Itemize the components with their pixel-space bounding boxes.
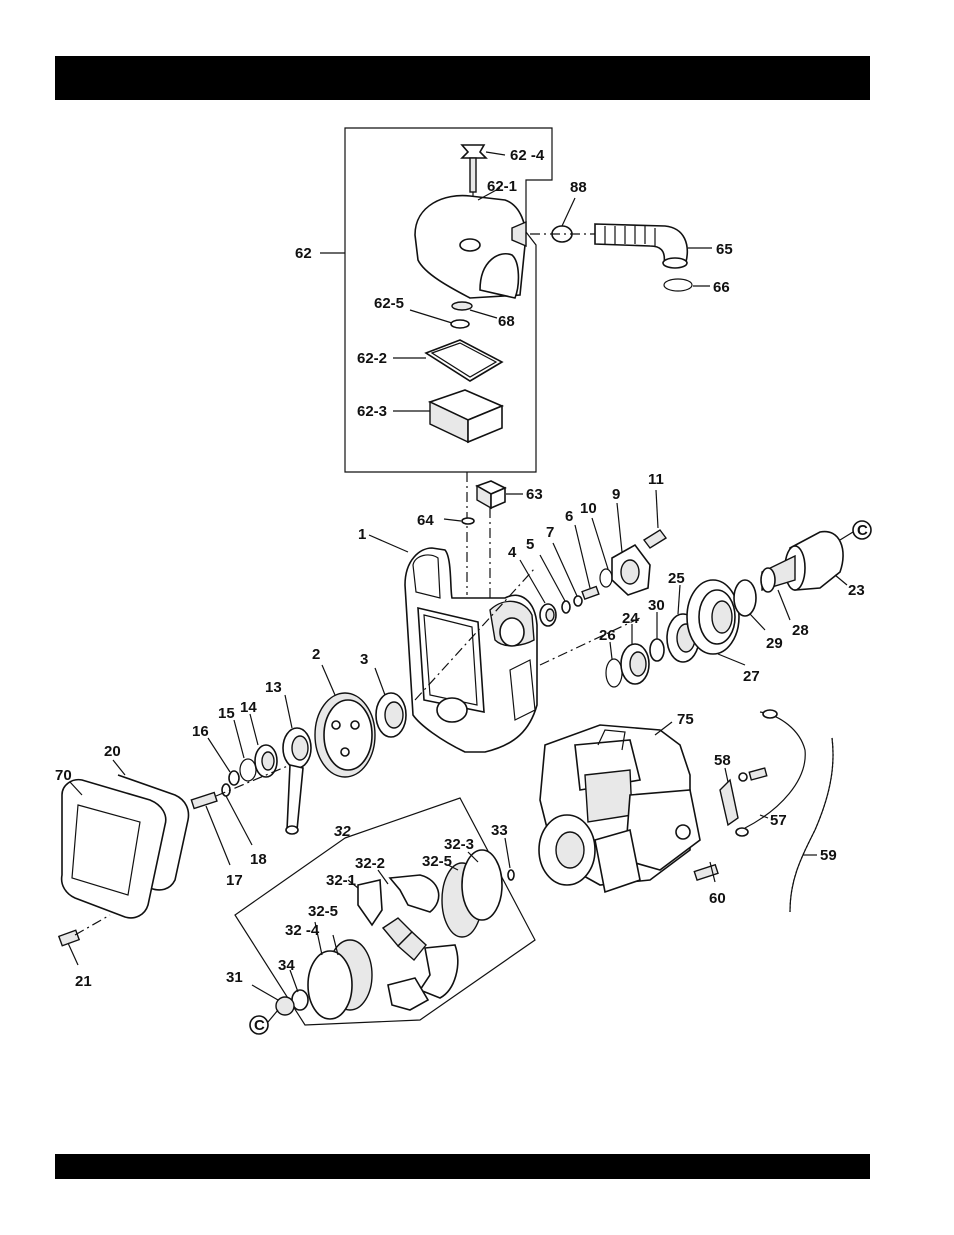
callout-13: 13	[265, 679, 282, 696]
callout-1: 1	[358, 526, 366, 543]
bearing-14	[250, 714, 277, 777]
callout-26: 26	[599, 627, 616, 644]
callout-21: 21	[75, 973, 92, 990]
callout-32-3: 32-3	[444, 836, 474, 853]
callout-23: 23	[848, 582, 865, 599]
callout-70: 70	[55, 767, 72, 784]
callout-ref-c-bottom: C	[254, 1017, 265, 1034]
callout-ref-c-top: C	[857, 522, 868, 539]
air-cleaner-cover-62-1	[415, 188, 526, 298]
gear-2	[315, 665, 375, 777]
bearing-3	[375, 668, 406, 737]
callout-62-4: 62 -4	[510, 147, 545, 164]
callout-7: 7	[546, 524, 554, 541]
callout-2: 2	[312, 646, 320, 663]
callout-32: 32	[334, 823, 351, 840]
ring-66	[664, 279, 710, 291]
callout-62-1: 62-1	[487, 178, 517, 195]
callout-60: 60	[709, 890, 726, 907]
callout-15: 15	[218, 705, 235, 722]
callout-62-2: 62-2	[357, 350, 387, 367]
washer-16	[208, 738, 239, 785]
callout-64: 64	[417, 512, 434, 529]
callout-66: 66	[713, 279, 730, 296]
callout-65: 65	[716, 241, 733, 258]
bolt-11	[644, 490, 666, 548]
gasket-62-2	[393, 340, 502, 381]
callout-58: 58	[714, 752, 731, 769]
callout-30: 30	[648, 597, 665, 614]
washer-62-5	[410, 310, 469, 328]
bracket-58	[720, 768, 767, 825]
o-ring-64	[444, 518, 474, 524]
callout-31: 31	[226, 969, 243, 986]
bolt-60	[694, 862, 718, 882]
bearing-24	[621, 624, 649, 684]
callout-33: 33	[491, 822, 508, 839]
callout-57: 57	[770, 812, 787, 829]
bolt-21	[59, 915, 110, 965]
callout-18: 18	[250, 851, 267, 868]
snap-ring-10	[592, 518, 612, 587]
callout-16: 16	[192, 723, 209, 740]
washer-18	[222, 784, 252, 845]
callout-9: 9	[612, 486, 620, 503]
callout-32-4: 32 -4	[285, 922, 320, 939]
callout-24: 24	[622, 610, 639, 627]
bolt-6	[575, 525, 599, 599]
callout-3: 3	[360, 651, 368, 668]
callout-34: 34	[278, 957, 295, 974]
cover-70	[62, 780, 166, 918]
callout-62-3: 62-3	[357, 403, 387, 420]
callout-5: 5	[526, 536, 534, 553]
callout-4: 4	[508, 544, 517, 561]
part-63	[477, 481, 523, 508]
engine-75	[539, 722, 700, 892]
callout-11: 11	[648, 471, 664, 488]
callout-88: 88	[570, 179, 587, 196]
callout-6: 6	[565, 508, 573, 525]
breather-hose-65	[595, 224, 712, 268]
callout-62: 62	[295, 245, 312, 262]
callout-17: 17	[226, 872, 243, 889]
callout-27: 27	[743, 668, 760, 685]
clutch-drum-23	[761, 532, 853, 620]
crank-arm-13	[283, 695, 311, 834]
callout-59: 59	[820, 847, 837, 864]
bolt-17	[191, 792, 230, 865]
callout-25: 25	[668, 570, 685, 587]
callout-68: 68	[498, 313, 515, 330]
key-33	[505, 838, 514, 880]
spacer-30	[650, 612, 664, 661]
bearing-housing-9	[612, 503, 650, 595]
callout-29: 29	[766, 635, 783, 652]
callout-32-2: 32-2	[355, 855, 385, 872]
callout-14: 14	[240, 699, 257, 716]
hose-clamp-88	[552, 198, 575, 242]
snap-ring-26	[606, 642, 622, 687]
protective-wire-59	[790, 738, 833, 912]
air-element-62-3	[393, 390, 502, 442]
callout-32-5-lower: 32-5	[308, 903, 338, 920]
callout-75: 75	[677, 711, 694, 728]
callout-32-1: 32-1	[326, 872, 356, 889]
callout-20: 20	[104, 743, 121, 760]
callout-62-5: 62-5	[374, 295, 404, 312]
callout-28: 28	[792, 622, 809, 639]
callout-10: 10	[580, 500, 597, 517]
washer-68	[452, 302, 497, 318]
callout-63: 63	[526, 486, 543, 503]
washer-7	[553, 543, 582, 606]
callout-32-5-upper: 32-5	[422, 853, 452, 870]
